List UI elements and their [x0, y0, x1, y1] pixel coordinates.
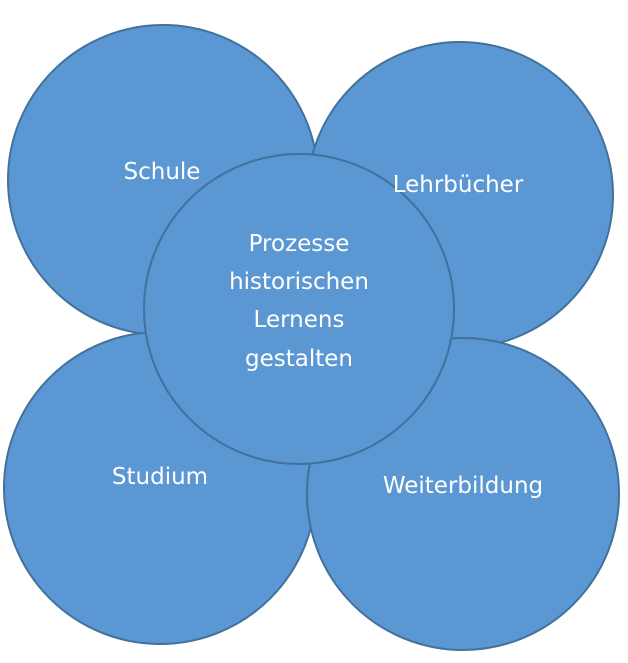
label-studium: Studium	[112, 464, 208, 490]
label-schule: Schule	[124, 159, 201, 185]
center-line-4: gestalten	[245, 346, 353, 372]
center-line-2: historischen	[229, 269, 369, 295]
center-line-3: Lernens	[254, 307, 345, 333]
center-line-1: Prozesse	[249, 231, 350, 257]
circle-center	[143, 153, 455, 465]
label-weiterbildung: Weiterbildung	[383, 473, 543, 499]
label-lehrbuecher: Lehrbücher	[393, 172, 524, 198]
